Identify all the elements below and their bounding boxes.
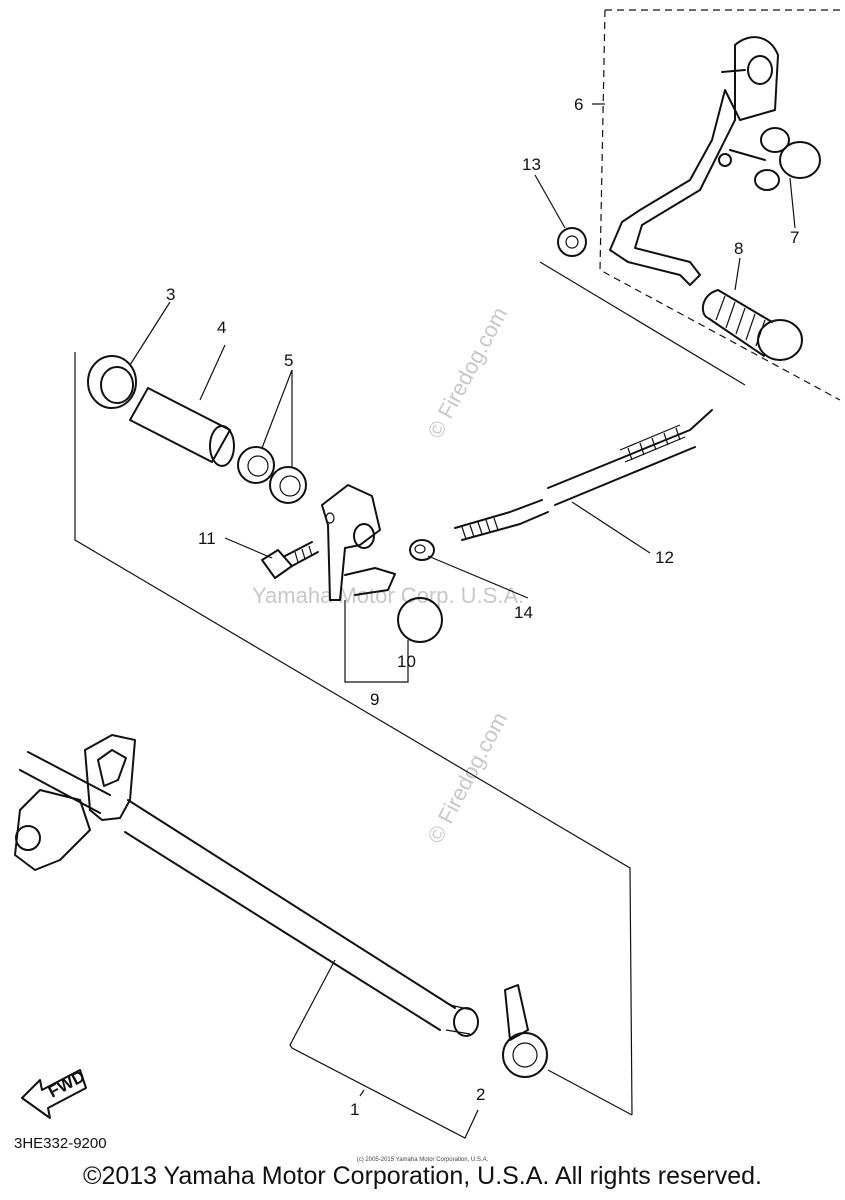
callout-3: 3 [166,285,175,304]
watermark-firedog-lower: © Firedog.com [422,708,512,847]
callout-6: 6 [574,95,583,114]
part-code: 3HE332-9200 [14,1135,107,1152]
callout-10: 10 [397,652,416,671]
callout-14: 14 [514,603,533,622]
upper-left-parts [87,355,443,643]
callout-12: 12 [655,548,674,567]
watermark-firedog-center: © Firedog.com [422,303,512,442]
fwd-label: FWD [45,1067,88,1102]
callout-5: 5 [284,351,293,370]
callout-7: 7 [790,228,799,247]
copyright-footer: ©2013 Yamaha Motor Corporation, U.S.A. A… [83,1162,762,1190]
watermark-yamaha: Yamaha Motor Corp. U.S.A. [252,583,524,608]
callout-2: 2 [476,1085,485,1104]
callout-8: 8 [734,239,743,258]
callout-4: 4 [217,318,226,337]
fwd-arrow-icon: FWD [21,1067,88,1119]
return-spring [502,984,633,1116]
shift-rod [454,409,713,541]
callout-1: 1 [350,1100,359,1119]
callout-11: 11 [198,529,216,548]
shift-shaft [14,734,479,1037]
callout-13: 13 [522,155,541,174]
callout-9: 9 [370,690,379,709]
small-copyright: (c) 2005-2015 Yamaha Motor Corporation, … [356,1157,489,1163]
shift-pedal-group [557,9,845,401]
